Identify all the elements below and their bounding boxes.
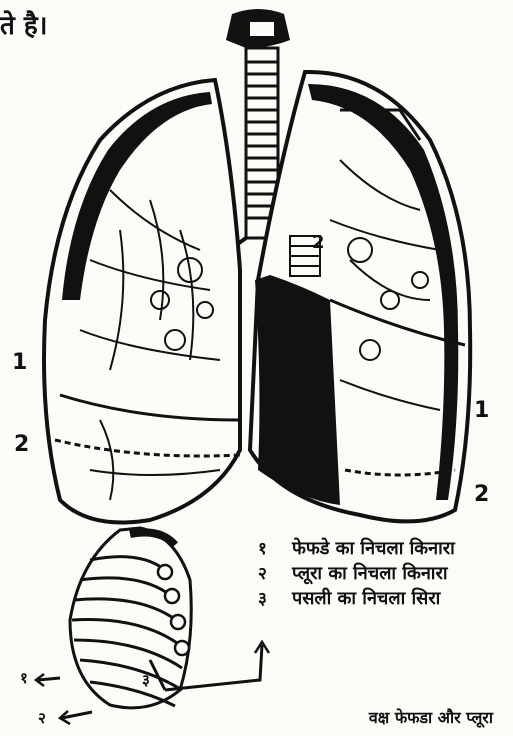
figure-caption: वक्ष फेफडा और प्लूरा	[369, 706, 493, 728]
rib-cage	[70, 528, 191, 708]
label-right-lung-1: 1	[474, 398, 489, 423]
legend-text: फेफडे का निचला किनारा	[292, 536, 455, 560]
larynx	[226, 9, 290, 48]
legend-item: ३ पसली का निचला सिरा	[258, 586, 455, 611]
left-lung	[44, 80, 240, 523]
legend-item: २ प्लूरा का निचला किनारा	[258, 561, 455, 586]
label-bronchus-2: 2	[312, 232, 325, 253]
legend-number: १	[258, 536, 292, 559]
label-rib-2: २	[38, 708, 46, 728]
legend-number: २	[258, 561, 292, 584]
label-rib-3: ३	[142, 670, 150, 690]
legend: १ फेफडे का निचला किनारा २ प्लूरा का निचल…	[258, 536, 455, 611]
legend-number: ३	[258, 586, 292, 609]
legend-text: प्लूरा का निचला किनारा	[292, 561, 448, 585]
legend-text: पसली का निचला सिरा	[292, 586, 440, 610]
label-rib-1: १	[20, 668, 28, 688]
label-right-pleura-2: 2	[474, 482, 489, 507]
label-left-pleura-2: 2	[14, 432, 29, 457]
right-lung	[250, 72, 470, 521]
label-left-lung-1: 1	[12, 350, 27, 375]
legend-item: १ फेफडे का निचला किनारा	[258, 536, 455, 561]
